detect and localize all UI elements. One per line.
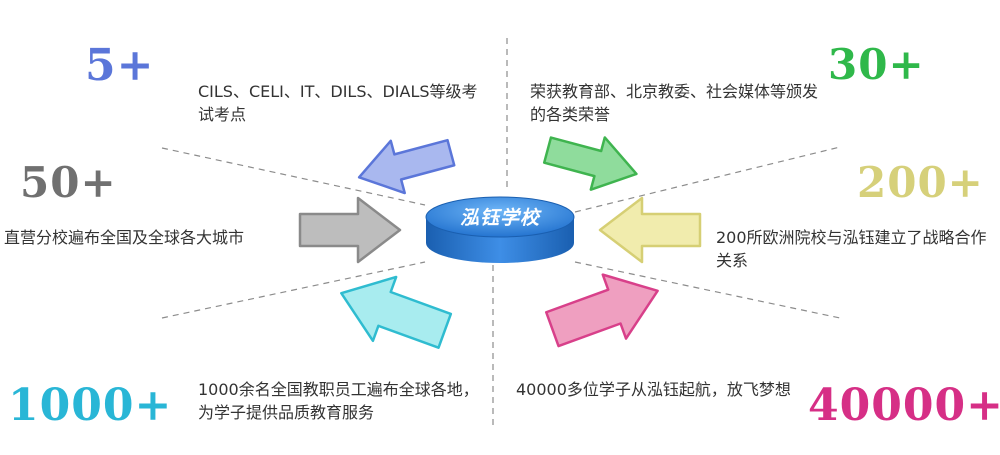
divider-upper-left — [161, 147, 426, 206]
desc-mid-left: 直营分校遍布全国及全球各大城市 — [4, 228, 245, 247]
arrow-bottom-left-icon — [340, 275, 453, 349]
divider-lines — [161, 38, 841, 425]
stat-bottom-right: 40000+ — [808, 380, 1000, 431]
stat-top-left: 5+ — [85, 40, 155, 91]
desc-bottom-right: 40000多位学子从泓钰起航，放飞梦想 — [516, 380, 791, 399]
cylinder-top — [425, 196, 575, 238]
desc-mid-right: 200所欧洲院校与泓钰建立了战略合作关系 — [716, 228, 987, 270]
divider-lower-left — [161, 261, 426, 319]
desc-top-right: 荣获教育部、北京教委、社会媒体等颁发的各类荣誉 — [530, 82, 819, 124]
stat-mid-right: 200+ — [857, 158, 984, 207]
center-label: 泓钰学校 — [460, 207, 542, 229]
desc-bottom-left: 1000余名全国教职员工遍布全球各地，为学子提供品质教育服务 — [198, 380, 479, 422]
stat-bottom-left: 1000+ — [8, 380, 173, 431]
arrow-layer — [298, 136, 702, 349]
center-cylinder: 泓钰学校 — [425, 196, 575, 263]
arrow-mid-right-icon — [598, 196, 702, 264]
divider-upper-right — [574, 146, 841, 213]
stat-mid-left: 50+ — [20, 158, 117, 207]
desc-top-left: CILS、CELI、IT、DILS、DIALS等级考试考点 — [198, 82, 478, 124]
divider-lower-right — [574, 261, 841, 319]
arrow-top-right-icon — [542, 136, 638, 191]
arrow-bottom-right-icon — [544, 273, 659, 348]
arrow-mid-left-icon — [298, 196, 402, 264]
stat-top-right: 30+ — [828, 40, 925, 89]
arrow-top-left-icon — [357, 138, 456, 195]
